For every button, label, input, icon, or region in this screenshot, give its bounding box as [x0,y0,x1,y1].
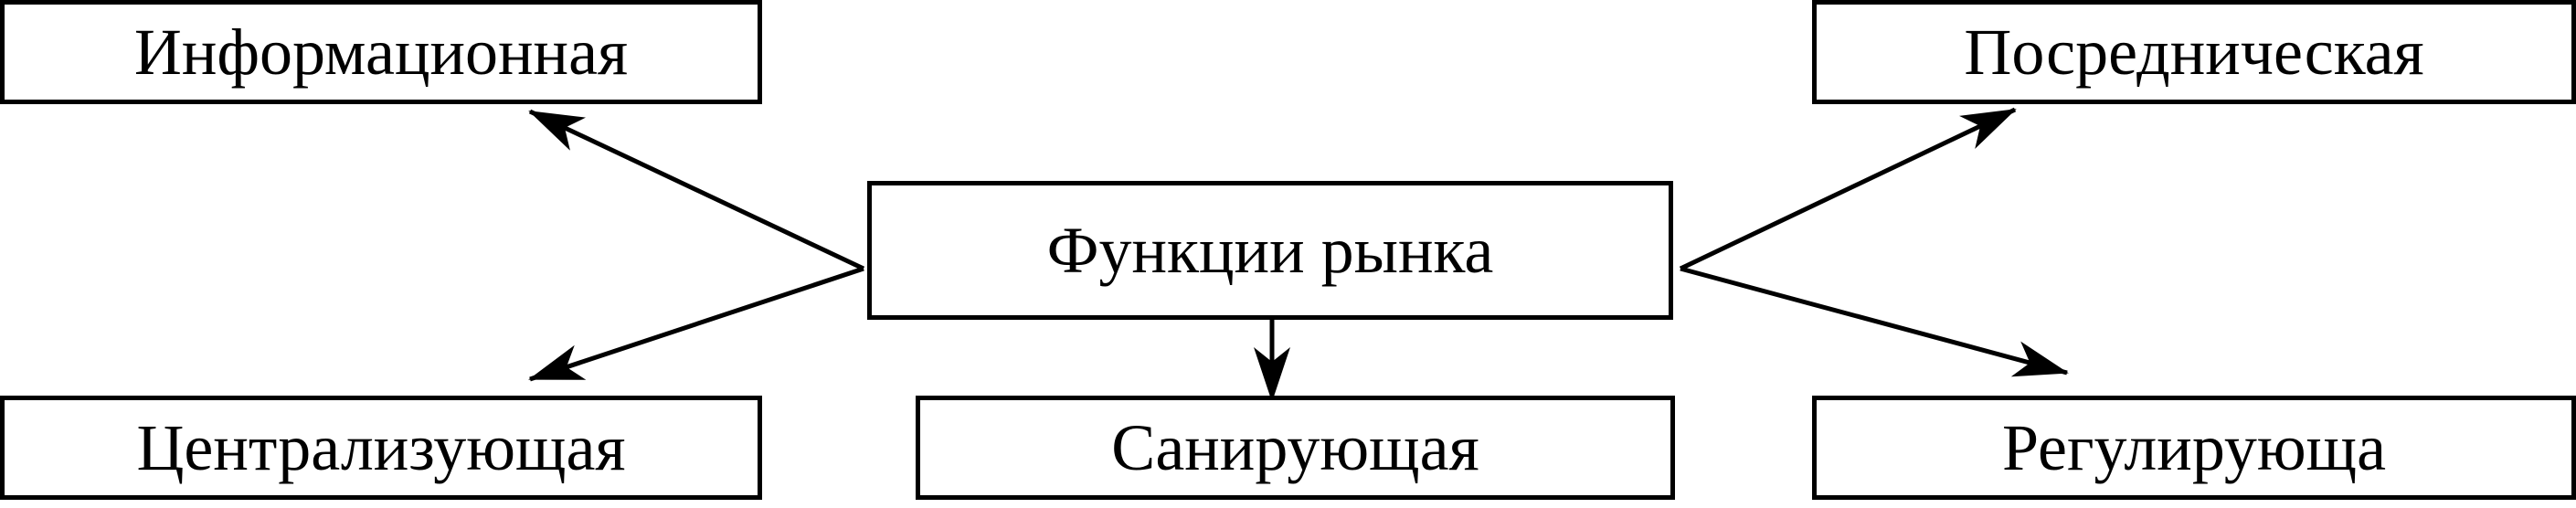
node-informational-label: Информационная [133,16,629,89]
node-regulating-label: Регулирующа [2001,411,2387,484]
node-centralizing: Централизующая [0,396,762,500]
node-mediating-label: Посредническая [1964,16,2424,89]
arrow-to-info [528,109,865,271]
node-mediating: Посредническая [1812,0,2576,104]
arrow-to-centralizing [528,266,864,382]
arrow-to-mediating [1679,107,2017,271]
center-node: Функции рынка [867,181,1673,320]
node-sanitizing-label: Санирующая [1111,411,1479,484]
node-centralizing-label: Централизующая [136,411,626,484]
node-regulating: Регулирующа [1812,396,2576,500]
node-informational: Информационная [0,0,762,104]
node-sanitizing: Санирующая [916,396,1675,500]
center-node-label: Функции рынка [1046,214,1494,287]
arrow-to-regulating [1680,266,2069,377]
